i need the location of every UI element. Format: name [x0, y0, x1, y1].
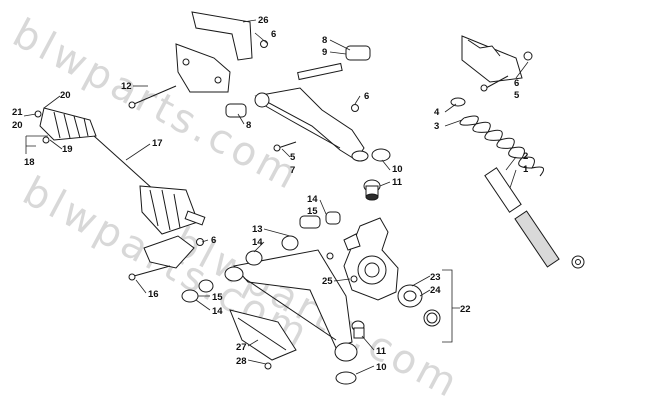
leader-lines: [23, 19, 529, 375]
callout-14-bottom: 14: [212, 306, 223, 317]
callout-14-top: 14: [307, 194, 318, 205]
callout-7: 7: [290, 165, 295, 176]
callout-18: 18: [24, 157, 35, 168]
callout-5-shock: 5: [514, 90, 520, 101]
steering-knuckle: [343, 217, 441, 327]
callout-11-lower: 11: [376, 346, 387, 357]
callout-19: 19: [62, 144, 73, 155]
lower-hardware: [128, 211, 365, 385]
callout-16: 16: [148, 289, 159, 300]
callout-6-lower: 6: [211, 235, 216, 246]
cv-axle-shaft: [34, 107, 206, 235]
bracket-22: [442, 269, 460, 343]
callout-5-upper: 5: [290, 152, 296, 163]
callout-23: 23: [430, 272, 441, 283]
callout-21: 21: [12, 107, 23, 118]
callout-15-bottom: 15: [212, 292, 223, 303]
callout-26: 26: [258, 15, 269, 26]
callout-27: 27: [236, 342, 247, 353]
callout-28: 28: [236, 356, 247, 367]
callout-20-bottom: 20: [12, 120, 23, 131]
upper-ball-joint: [363, 179, 381, 201]
callout-25: 25: [322, 276, 333, 287]
callout-11-upper: 11: [392, 177, 403, 188]
upper-frame-bracket: [175, 11, 253, 93]
shock-absorber-assembly: [450, 35, 585, 269]
upper-hardware: [128, 40, 391, 162]
callout-22: 22: [460, 304, 471, 315]
callout-13: 13: [252, 224, 263, 235]
callout-10-lower: 10: [376, 362, 387, 373]
callout-3: 3: [434, 121, 439, 132]
callout-8-upper: 8: [322, 35, 327, 46]
lower-a-arm: [224, 249, 358, 362]
upper-a-arm: [254, 62, 369, 162]
callout-20-top: 20: [60, 90, 71, 101]
callout-10-upper: 10: [392, 164, 403, 175]
callout-15-top: 15: [307, 206, 318, 217]
callout-8-bushing: 8: [246, 120, 251, 131]
callout-24: 24: [430, 285, 441, 296]
callout-9: 9: [322, 47, 327, 58]
callout-6-shock: 6: [514, 78, 519, 89]
callout-14-middle: 14: [252, 237, 263, 248]
callout-4: 4: [434, 107, 440, 118]
callout-2: 2: [523, 151, 528, 162]
callout-6-upper-bracket: 6: [271, 29, 276, 40]
bracket-18: [25, 135, 48, 154]
callout-17: 17: [152, 138, 163, 149]
callout-1: 1: [523, 164, 529, 175]
callout-labels: 26 6 8 9 12 6 8 5 7 10 11 20 21 20 19 18…: [12, 15, 529, 373]
callout-12: 12: [121, 81, 132, 92]
callout-6-upper-arm: 6: [364, 91, 369, 102]
